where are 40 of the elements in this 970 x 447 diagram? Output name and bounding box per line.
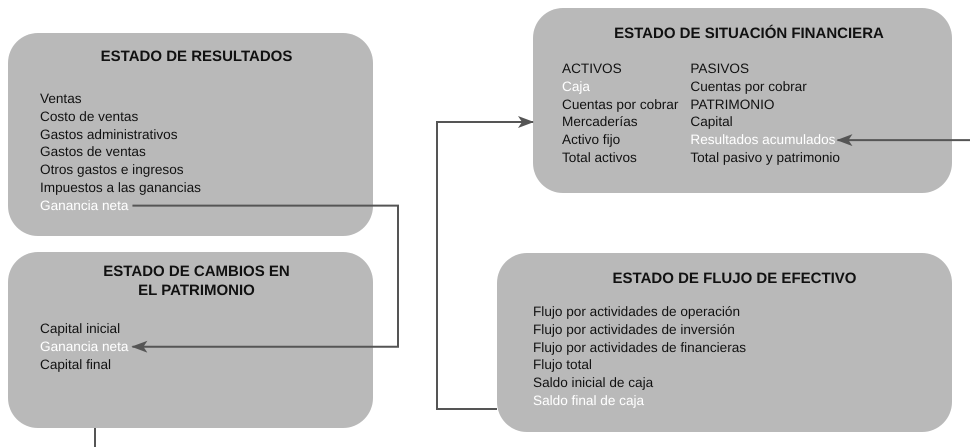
line-item: Flujo por actividades de financieras — [533, 338, 746, 356]
card-heading: ESTADO DE SITUACIÓN FINANCIERA — [613, 24, 885, 43]
line-item: Flujo total — [533, 356, 592, 374]
line-item: Caja — [562, 78, 590, 96]
arrow — [436, 116, 534, 410]
line-item: Ganancia neta — [40, 338, 128, 356]
line-item: Flujo por actividades de inversión — [533, 320, 735, 339]
line-item: Activo fijo — [562, 131, 620, 149]
card-heading: ESTADO DE FLUJO DE EFECTIVO — [612, 269, 858, 288]
card-heading: ESTADO DE CAMBIOS EN EL PATRIMONIO — [102, 262, 291, 300]
line-item: Gastos de ventas — [40, 143, 146, 162]
statement-card — [533, 8, 952, 193]
connector-line — [94, 428, 96, 447]
arrow — [131, 204, 399, 353]
line-item: Costo de ventas — [40, 108, 138, 126]
line-item: Impuestos a las ganancias — [40, 178, 201, 197]
line-item: Mercaderías — [562, 113, 638, 132]
line-item: Capital final — [40, 356, 112, 374]
line-item: PATRIMONIO — [690, 96, 774, 114]
line-item: Ganancia neta — [40, 196, 128, 215]
card-heading: ESTADO DE RESULTADOS — [100, 47, 294, 66]
line-item: Saldo final de caja — [533, 392, 644, 410]
line-item: Capital — [690, 113, 733, 132]
statement-card — [8, 252, 373, 428]
line-item: Flujo por actividades de operación — [533, 303, 740, 321]
line-item: Cuentas por cobrar — [690, 78, 807, 96]
line-item: PASIVOS — [690, 60, 750, 78]
line-item: Gastos administrativos — [40, 126, 178, 144]
line-item: ACTIVOS — [562, 60, 622, 78]
statement-card — [497, 253, 952, 432]
arrow — [836, 134, 970, 146]
statement-card — [8, 33, 373, 236]
line-item: Total activos — [562, 148, 637, 167]
line-item: Cuentas por cobrar — [562, 96, 678, 114]
line-item: Saldo inicial de caja — [533, 374, 654, 392]
line-item: Resultados acumulados — [690, 131, 836, 149]
line-item: Capital inicial — [40, 320, 120, 338]
line-item: Ventas — [40, 90, 82, 108]
line-item: Total pasivo y patrimonio — [690, 148, 840, 167]
line-item: Otros gastos e ingresos — [40, 161, 184, 179]
